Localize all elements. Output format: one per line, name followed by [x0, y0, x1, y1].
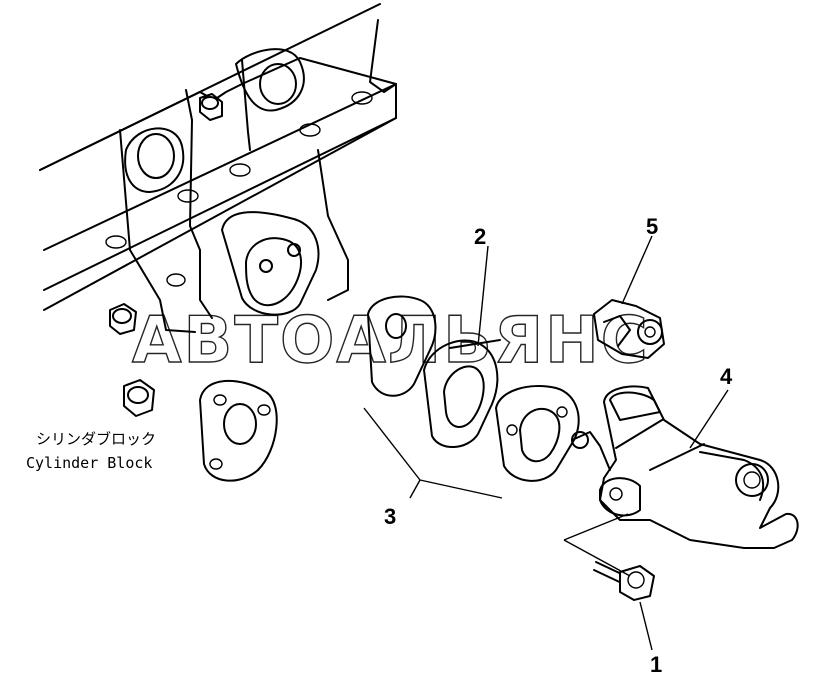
watermark-text: АВТОАЛЬЯНС — [132, 304, 650, 378]
stud-nut — [199, 93, 223, 121]
fitting-part-5 — [593, 299, 665, 359]
part-number-5: 5 — [646, 214, 658, 239]
part-number-2: 2 — [474, 224, 486, 249]
cylinder-block — [39, 3, 397, 482]
leader-lines — [363, 235, 729, 651]
gasket-part-3 — [495, 385, 580, 482]
stud-nut — [109, 303, 137, 335]
bolt-part-1 — [593, 561, 655, 601]
part-number-4: 4 — [720, 364, 733, 389]
part-number-3: 3 — [384, 504, 396, 529]
part-number-1: 1 — [650, 652, 662, 677]
stud-nut — [123, 379, 155, 417]
pump-part-4 — [571, 385, 799, 549]
gasket-spacer-part-2 — [367, 295, 501, 449]
caption-english: Cylinder Block — [26, 454, 152, 472]
caption-japanese: シリンダブロック — [36, 430, 156, 448]
